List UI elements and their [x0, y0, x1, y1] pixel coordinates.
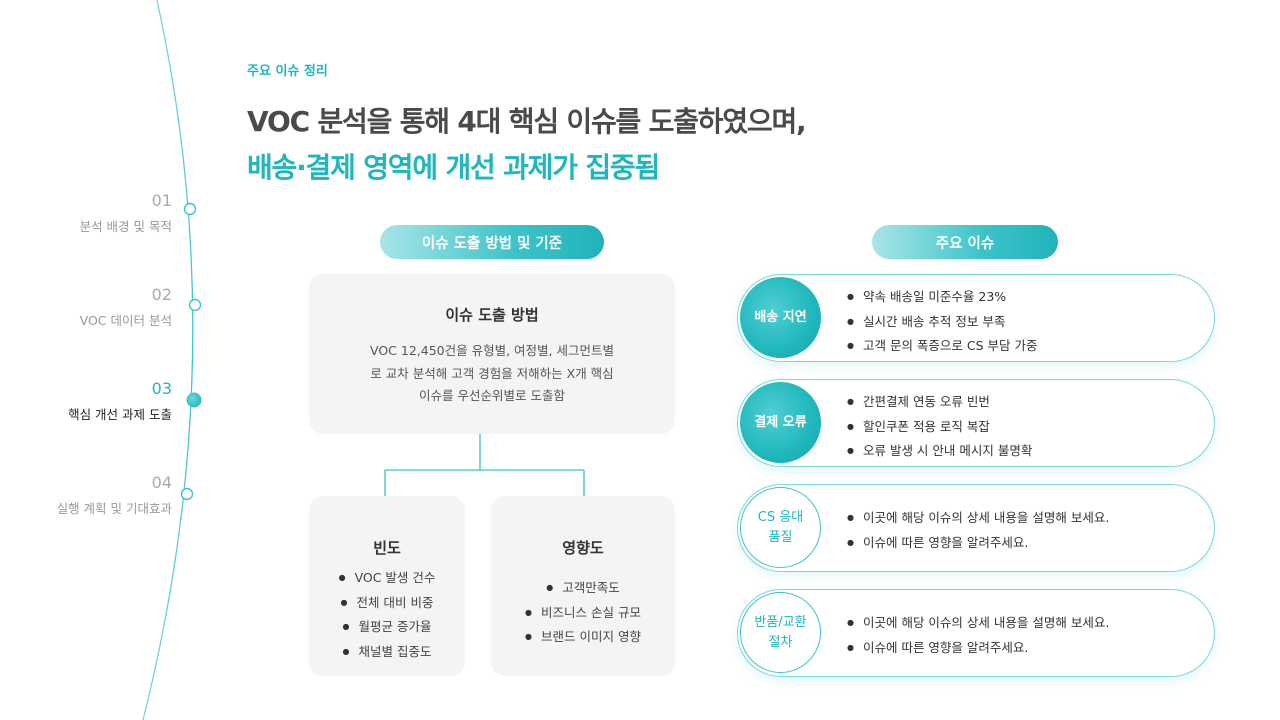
issue-point: 이곳에 해당 이슈의 상세 내용을 설명해 보세요. — [847, 612, 1109, 637]
method-pill-label: 이슈 도출 방법 및 기준 — [421, 235, 563, 252]
sidebar-item-number: 02 — [151, 285, 172, 304]
sidebar-item-02[interactable]: 02 VOC 데이터 분석 — [12, 285, 172, 329]
issue-badge: 배송 지연 — [740, 277, 821, 358]
criteria-point: VOC 발생 건수 — [309, 567, 465, 592]
issue-points: 이곳에 해당 이슈의 상세 내용을 설명해 보세요. 이슈에 따른 영향을 알려… — [847, 507, 1109, 556]
issue-points: 간편결제 연동 오류 빈번 할인쿠폰 적용 로직 복잡 오류 발생 시 안내 메… — [847, 391, 1032, 465]
method-card-line: 이슈를 우선순위별로 도출함 — [419, 388, 565, 403]
issue-point: 할인쿠폰 적용 로직 복잡 — [847, 416, 1032, 441]
issue-badge-label-line2: 품질 — [768, 529, 793, 545]
method-card-line: VOC 12,450건을 유형별, 여정별, 세그먼트별 — [370, 343, 614, 358]
page-title-line2: 배송·결제 영역에 개선 과제가 집중됨 — [247, 151, 660, 184]
criteria-point: 전체 대비 비중 — [309, 592, 465, 617]
page-title-line1: VOC 분석을 통해 4대 핵심 이슈를 도출하였으며, — [247, 105, 807, 138]
method-card-line: 로 교차 분석해 고객 경험을 저해하는 X개 핵심 — [370, 365, 614, 381]
issue-point: 실시간 배송 추적 정보 부족 — [847, 311, 1038, 336]
timeline-dot-02[interactable] — [188, 298, 202, 312]
issue-row-delivery[interactable]: 배송 지연 약속 배송일 미준수율 23% 실시간 배송 추적 정보 부족 고객… — [737, 274, 1215, 362]
issue-point: 이슈에 따른 영향을 알려주세요. — [847, 532, 1109, 557]
sidebar-item-03[interactable]: 03 핵심 개선 과제 도출 — [12, 379, 172, 423]
issue-point: 간편결제 연동 오류 빈번 — [847, 391, 1032, 416]
issue-point: 이슈에 따른 영향을 알려주세요. — [847, 637, 1109, 662]
sidebar-item-number: 04 — [151, 473, 172, 492]
issue-badge: 결제 오류 — [740, 382, 821, 463]
issue-badge: CS 응대 품질 — [740, 487, 821, 568]
issues-pill-label: 주요 이슈 — [935, 235, 995, 252]
timeline-dot-03-active[interactable] — [186, 392, 202, 408]
sidebar-item-label: VOC 데이터 분석 — [79, 313, 172, 328]
method-card-text: VOC 12,450건을 유형별, 여정별, 세그먼트별 로 교차 분석해 고객… — [309, 340, 675, 408]
issue-points: 이곳에 해당 이슈의 상세 내용을 설명해 보세요. 이슈에 따른 영향을 알려… — [847, 612, 1109, 661]
issue-badge-label-line1: CS 응대 — [757, 509, 804, 525]
issues-pill: 주요 이슈 — [872, 225, 1058, 259]
method-pill: 이슈 도출 방법 및 기준 — [380, 225, 604, 259]
method-card: 이슈 도출 방법 VOC 12,450건을 유형별, 여정별, 세그먼트별 로 … — [309, 274, 675, 434]
sidebar-item-label: 분석 배경 및 목적 — [79, 219, 172, 234]
timeline-arc — [142, 0, 202, 720]
criteria-point: 브랜드 이미지 영향 — [491, 626, 675, 651]
sidebar-item-label: 실행 계획 및 기대효과 — [56, 501, 172, 516]
issue-badge-label-line1: 반품/교환 — [754, 614, 807, 630]
issue-point: 오류 발생 시 안내 메시지 불명확 — [847, 440, 1032, 465]
section-eyebrow: 주요 이슈 정리 — [247, 64, 328, 79]
issue-badge-label: 결제 오류 — [754, 414, 807, 430]
criteria-points: VOC 발생 건수 전체 대비 비중 월평균 증가율 채널별 집중도 — [309, 567, 465, 665]
issue-badge: 반품/교환 절차 — [740, 592, 821, 673]
criteria-points: 고객만족도 비즈니스 손실 규모 브랜드 이미지 영향 — [491, 577, 675, 651]
timeline-dot-01[interactable] — [183, 202, 197, 216]
criteria-title: 빈도 — [373, 539, 401, 557]
sidebar-item-01[interactable]: 01 분석 배경 및 목적 — [12, 191, 172, 235]
issue-badge-label: 배송 지연 — [754, 309, 807, 325]
sidebar-item-number: 03 — [151, 379, 172, 398]
criteria-point: 고객만족도 — [491, 577, 675, 602]
criteria-point: 비즈니스 손실 규모 — [491, 602, 675, 627]
issue-badge-label-line2: 절차 — [768, 634, 793, 650]
issue-points: 약속 배송일 미준수율 23% 실시간 배송 추적 정보 부족 고객 문의 폭증… — [847, 286, 1038, 360]
criteria-point: 월평균 증가율 — [309, 616, 465, 641]
issue-row-payment[interactable]: 결제 오류 간편결제 연동 오류 빈번 할인쿠폰 적용 로직 복잡 오류 발생 … — [737, 379, 1215, 467]
sidebar-item-number: 01 — [151, 191, 172, 210]
issue-row-return[interactable]: 반품/교환 절차 이곳에 해당 이슈의 상세 내용을 설명해 보세요. 이슈에 … — [737, 589, 1215, 677]
issue-row-cs[interactable]: CS 응대 품질 이곳에 해당 이슈의 상세 내용을 설명해 보세요. 이슈에 … — [737, 484, 1215, 572]
sidebar-item-04[interactable]: 04 실행 계획 및 기대효과 — [12, 473, 172, 517]
issue-point: 고객 문의 폭증으로 CS 부담 가중 — [847, 335, 1038, 360]
method-card-title: 이슈 도출 방법 — [445, 306, 539, 324]
criteria-card-impact: 영향도 고객만족도 비즈니스 손실 규모 브랜드 이미지 영향 — [491, 496, 675, 676]
timeline-dot-04[interactable] — [180, 487, 194, 501]
criteria-title: 영향도 — [562, 539, 604, 557]
issue-point: 약속 배송일 미준수율 23% — [847, 286, 1038, 311]
criteria-card-frequency: 빈도 VOC 발생 건수 전체 대비 비중 월평균 증가율 채널별 집중도 — [309, 496, 465, 676]
issue-point: 이곳에 해당 이슈의 상세 내용을 설명해 보세요. — [847, 507, 1109, 532]
criteria-point: 채널별 집중도 — [309, 641, 465, 666]
sidebar-item-label: 핵심 개선 과제 도출 — [68, 407, 172, 422]
